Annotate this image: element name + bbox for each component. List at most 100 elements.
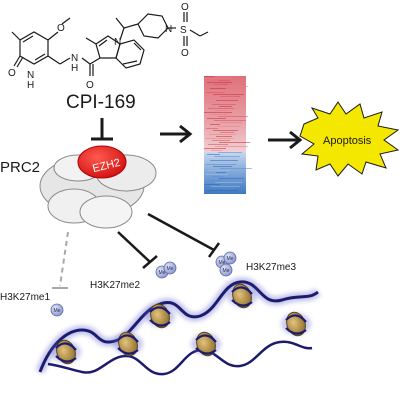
heatmap-stripe [214, 120, 246, 121]
heatmap-stripe [218, 116, 248, 117]
heatmap-stripe [215, 182, 242, 183]
heatmap-stripe [219, 106, 232, 107]
heatmap-stripe [204, 184, 220, 185]
h3k27me3-label: H3K27me3 [246, 262, 296, 273]
expression-heatmap [204, 76, 252, 194]
heatmap-stripe [204, 76, 214, 77]
heatmap-stripe [220, 168, 252, 169]
heatmap-stripe [211, 150, 222, 151]
prc2-label: PRC2 [0, 159, 40, 176]
chromatin-fiber [35, 277, 321, 376]
heatmap-stripe [212, 104, 236, 105]
cpi-169-structure [11, 12, 209, 76]
ezh2-subunit [77, 145, 127, 179]
heatmap-stripe [218, 188, 236, 189]
arrow-prc2-to-heatmap [160, 124, 193, 144]
methyl-mark [163, 261, 177, 275]
heatmap-stripe [213, 94, 244, 95]
nucleosome [227, 283, 257, 309]
inhibition-to-me1 [59, 231, 69, 287]
heatmap-stripe [209, 134, 236, 135]
heatmap-stripe [216, 100, 238, 101]
nucleosome [145, 303, 175, 329]
heatmap-stripe [205, 174, 228, 175]
heatmap-stripe [208, 180, 222, 181]
heatmap-stripe [215, 110, 230, 111]
methyl-mark-label: Me [167, 266, 174, 272]
heatmap-stripe [216, 136, 232, 137]
arrow-heatmap-to-apoptosis [268, 130, 303, 150]
prc2-complex [39, 145, 157, 229]
methyl-mark [219, 263, 233, 277]
heatmap-stripe [217, 162, 234, 163]
inhibition-arrow-compound-to-prc2 [91, 118, 113, 141]
heatmap-stripes [204, 76, 252, 191]
methyl-mark-label: Me [227, 256, 234, 262]
methyl-mark-label: Me [54, 308, 61, 314]
prc2-subunit-center-lower [79, 195, 133, 229]
heatmap-stripe [215, 146, 248, 147]
pyridone-ring [19, 31, 49, 65]
apoptosis-starburst [299, 101, 400, 177]
atom-labels: O O N H N H O N N S O O [8, 2, 189, 91]
heatmap-stripe [219, 142, 250, 143]
heatmap-stripe [209, 98, 242, 99]
h3k27me1-label: H3K27me1 [0, 292, 50, 303]
heatmap-stripe [213, 166, 232, 167]
heatmap-stripe [210, 124, 220, 125]
heatmap-stripe [216, 172, 226, 173]
indole-benzene-ring [115, 39, 145, 69]
nucleosome [191, 331, 221, 357]
heatmap-stripe [206, 92, 224, 93]
piperidine-ring [137, 13, 169, 39]
atom-label-n-pyridone: N [27, 70, 34, 81]
heatmap-stripe [204, 112, 232, 113]
heatmap-stripe [218, 80, 230, 81]
heatmap-stripe [208, 108, 234, 109]
atom-label-s-sulfonyl: S [180, 25, 187, 36]
atom-label-n-amide: N [71, 53, 78, 64]
nucleosome [113, 331, 143, 357]
dna-backbone [38, 280, 319, 373]
heatmap-stripe [220, 132, 234, 133]
atom-label-o-sulfonyl-bottom: O [181, 48, 189, 59]
heatmap-stripe [212, 176, 224, 177]
heatmap-stripe [211, 186, 240, 187]
heatmap-stripe [210, 88, 226, 89]
heatmap-stripe [204, 148, 226, 149]
heatmap-stripe [211, 114, 228, 115]
heatmap-stripe [207, 118, 226, 119]
heatmap-stripe [221, 158, 236, 159]
heatmap-stripe [213, 130, 238, 131]
methyl-mark [50, 303, 64, 317]
nucleosome [51, 339, 81, 365]
heatmap-stripe [205, 138, 234, 139]
heatmap-stripe [207, 82, 232, 83]
heatmap-stripe [217, 126, 240, 127]
heatmap-stripe [208, 144, 228, 145]
methyl-mark-label: Me [159, 270, 166, 276]
h3k27me2-label: H3K27me2 [90, 280, 140, 291]
heatmap-stripe [221, 86, 248, 87]
heatmap-stripe [205, 102, 216, 103]
atom-label-n-indole: N [114, 37, 121, 48]
atom-label-h-amide: H [71, 63, 78, 74]
methyl-mark [223, 251, 237, 265]
heatmap-stripe [221, 122, 242, 123]
heatmap-stripe [218, 152, 242, 153]
atom-label-h-pyridone: H [27, 80, 34, 91]
dna-linker-lower [47, 340, 313, 376]
heatmap-stripe [207, 190, 238, 191]
atom-label-o-methoxy: O [57, 23, 65, 34]
heatmap-stripe [207, 154, 220, 155]
heatmap-stripe [220, 96, 240, 97]
heatmap-stripe [214, 156, 240, 157]
heatmap-stripe [212, 140, 230, 141]
heatmap-stripe [214, 84, 228, 85]
atom-label-o-carbonyl: O [8, 68, 16, 79]
heatmap-stripe [206, 128, 218, 129]
